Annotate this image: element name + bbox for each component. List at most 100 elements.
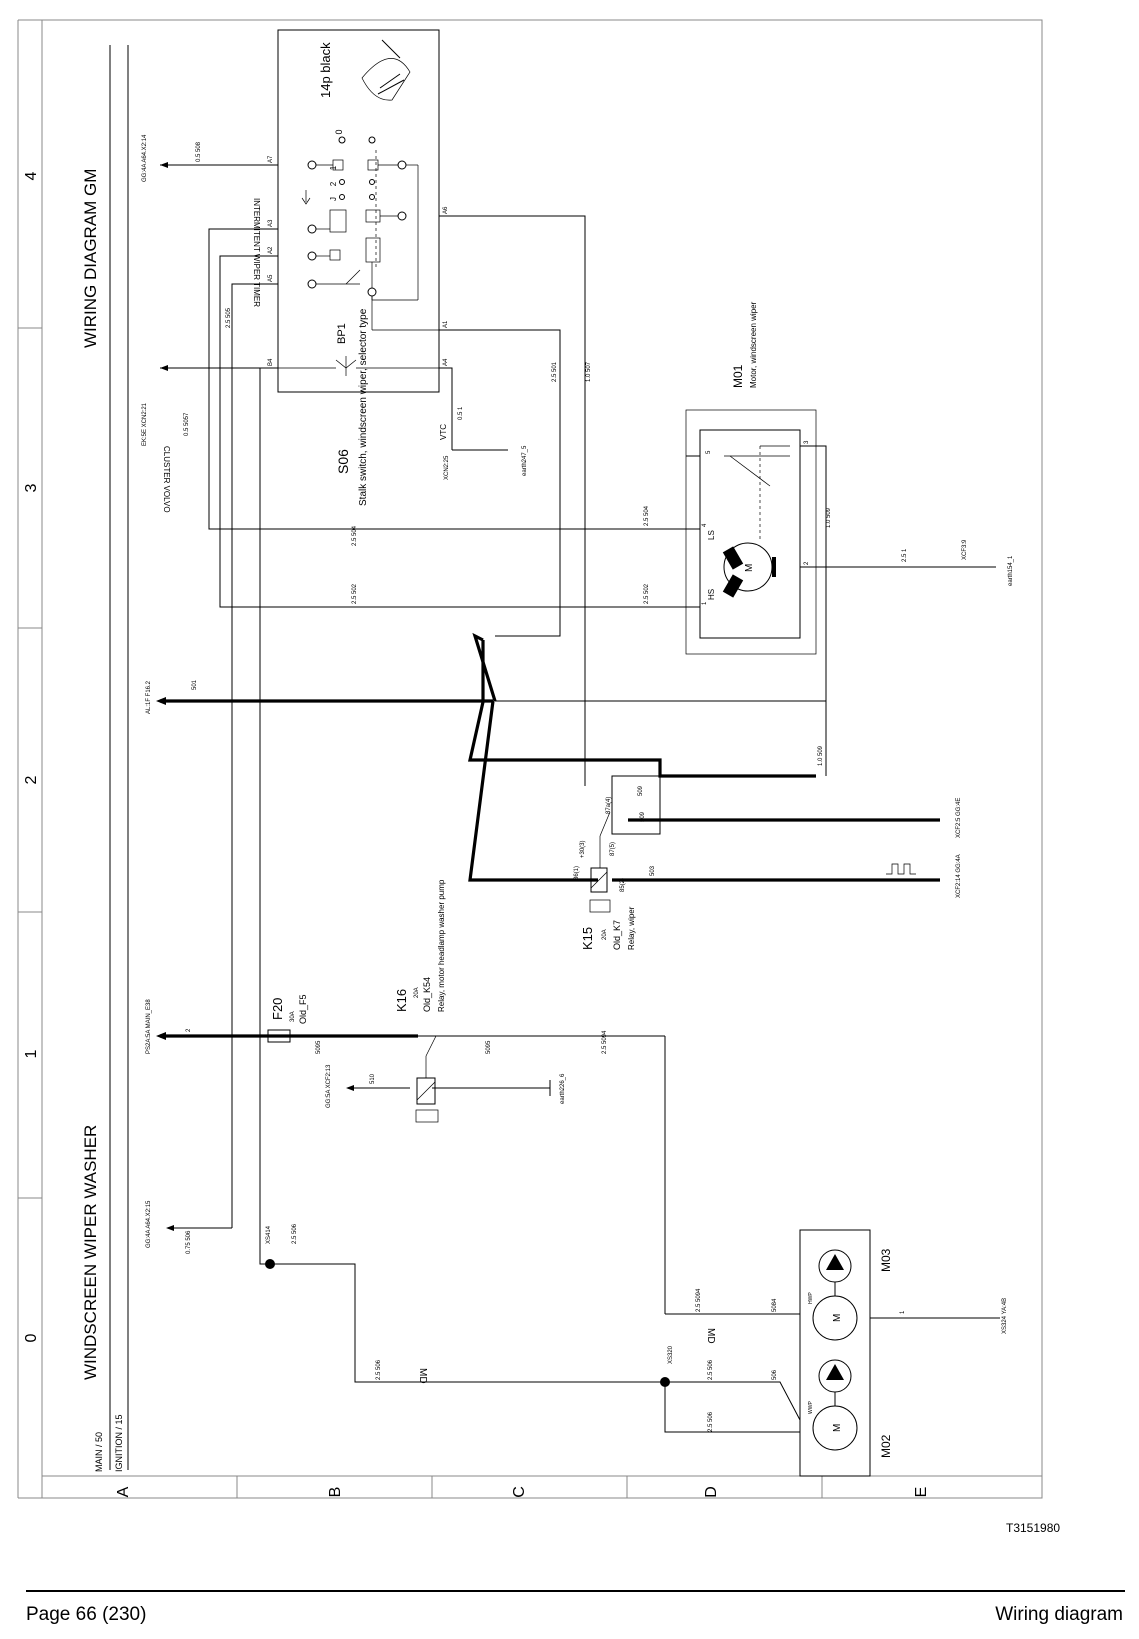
s06-pin-a2: A2 — [268, 246, 274, 254]
m02-m: M — [832, 1424, 843, 1432]
k15-pin-86: 86(1) — [574, 866, 580, 880]
footer-rule — [26, 1590, 1125, 1592]
f20-old: Old_F5 — [298, 994, 308, 1024]
s06-block-label: 14p black — [318, 42, 333, 98]
k16-headlamp-relay — [156, 1029, 800, 1315]
wire-509: 1.0 509 — [826, 507, 832, 528]
m03-id: M03 — [879, 1248, 893, 1272]
conn-xcf39: XCF3:9 — [962, 539, 968, 560]
m02-pump: WWP — [808, 1401, 814, 1414]
conn-gg44-a64-214: GG:4A A64.X2:14 — [142, 134, 148, 182]
wire-506b: 506 — [772, 1369, 778, 1380]
s06-stalk-switch: 0 1 2 J — [277, 29, 440, 393]
wire-1c: 1 — [900, 1310, 906, 1314]
wire-075-506: 0.75 506 — [186, 1230, 192, 1254]
conn-al1f: AL:1F F16.2 — [146, 680, 152, 714]
s06-pin-a6: A6 — [443, 206, 449, 214]
conn-xcf214: XCF2:14 GG:4A — [956, 854, 962, 898]
bus-label-ignition: IGNITION / 15 — [114, 1414, 124, 1472]
m01-ls: LS — [707, 530, 716, 540]
k15-id: K15 — [580, 927, 595, 950]
footer-page-number: Page 66 (230) — [26, 1604, 147, 1625]
conn-md: MD — [417, 1368, 428, 1384]
wire-509-relay: 509 — [640, 811, 646, 822]
m01-id: M01 — [731, 364, 745, 388]
wire-510: 510 — [370, 1073, 376, 1084]
s06-position-j: J — [329, 197, 338, 201]
m01-pin-5: 5 — [706, 450, 712, 454]
grid-letter-c: C — [511, 1486, 528, 1498]
pump-block — [166, 1180, 1000, 1477]
grid-number-3: 3 — [23, 483, 40, 492]
diagram-title: WINDSCREEN WIPER WASHER — [81, 1125, 100, 1380]
k15-pin-87a: 87a(4) — [606, 797, 612, 814]
grid-letter-d: D — [703, 1486, 720, 1498]
grid-number-0: 0 — [23, 1333, 40, 1342]
pulse-symbol — [886, 863, 916, 875]
wire-2: 2 — [186, 1028, 192, 1032]
wire-506-m02b: 2.5 506 — [708, 1411, 714, 1432]
k15-wiper-relay — [156, 632, 940, 913]
wire-5094-m03: 2.5 5094 — [696, 1288, 702, 1312]
conn-cluster: CLUSTER VOLVO — [162, 446, 171, 513]
grid-letter-e: E — [913, 1487, 930, 1498]
wire-505: 2.5 505 — [226, 307, 232, 328]
conn-xcn2-25: XCN2:25 — [444, 455, 450, 480]
k16-id: K16 — [394, 989, 409, 1012]
s06-pin-a5: A5 — [268, 274, 274, 282]
wire-506-m02: 2.5 506 — [708, 1359, 714, 1380]
k16-old: Old_K54 — [422, 977, 432, 1012]
k15-pin-87: 87(5) — [610, 842, 616, 856]
diagram-frame — [17, 19, 1043, 1499]
wire-502: 2.5 502 — [644, 583, 650, 604]
s06-timer-label: INTERMITENT WIPER TIMER — [252, 198, 261, 307]
k15-name: Relay, wiper — [627, 906, 636, 950]
conn-md-right: MD — [705, 1328, 716, 1344]
s06-pin-a4: A4 — [443, 358, 449, 366]
grid-letter-b: B — [327, 1487, 344, 1498]
m01-name: Motor, windscreen wiper — [749, 301, 758, 388]
wire-504: 2.5 504 — [644, 505, 650, 526]
wire-507: 1.0 507 — [586, 361, 592, 382]
k15-pin-30: +30(3) — [580, 840, 586, 858]
conn-earth247: earth247_5 — [522, 445, 528, 476]
wiring-diagram: 4 3 2 1 0 A B C D E WINDSCREEN WIPER WAS… — [17, 19, 1043, 1499]
conn-vtc: VTC — [439, 424, 448, 440]
grid-letter-a: A — [115, 1486, 132, 1497]
s06-name: Stalk switch, windscreen wiper, selector… — [358, 308, 369, 506]
conn-xcf25: XCF2:5 GG:4E — [956, 798, 962, 838]
s06-pin-b4: B4 — [268, 358, 274, 366]
conn-earth226: earth226_6 — [560, 1073, 566, 1104]
wire-501: 501 — [192, 679, 198, 690]
wire-508: 0.5 508 — [196, 141, 202, 162]
f20-id: F20 — [270, 998, 285, 1020]
s06-contact-matrix — [301, 136, 439, 331]
wire-502-left: 2.5 502 — [352, 583, 358, 604]
conn-ek5e: EK:5E XCN2:21 — [142, 402, 148, 446]
s06-bp1-label: BP1 — [336, 323, 348, 344]
image-id: T3151980 — [1006, 1521, 1061, 1535]
wire-509b: 509 — [638, 785, 644, 796]
m01-pin-2: 2 — [804, 561, 810, 565]
m01-m: M — [744, 564, 755, 572]
s06-position-0: 0 — [334, 129, 344, 134]
wire-1: 0.5 1 — [458, 406, 464, 420]
k16-name: Relay, motor headlamp washer pump — [437, 879, 446, 1012]
grid-number-2: 2 — [23, 775, 40, 784]
conn-xs324: XS324 YA:4B — [1002, 1298, 1008, 1334]
s06-position-2: 2 — [329, 181, 338, 186]
wire-501a: 2.5 501 — [552, 361, 558, 382]
conn-gg5a-xcf213: GG:5A XCF2:13 — [326, 1064, 332, 1108]
footer-title: Wiring diagram — [995, 1604, 1123, 1625]
wire-5057: 0.5 5057 — [184, 412, 190, 436]
wire-506-left: 2.5 506 — [376, 1359, 382, 1380]
m03-pump: HWP — [808, 1292, 814, 1304]
diagram-name: WIRING DIAGRAM GM — [81, 169, 100, 348]
k16-rating: 20A — [414, 987, 420, 998]
s06-pin-a7: A7 — [268, 155, 274, 163]
grid-number-1: 1 — [23, 1049, 40, 1058]
k15-rating: 20A — [602, 929, 608, 940]
wire-1b: 2.5 1 — [902, 548, 908, 562]
bus-label-main: MAIN / 50 — [94, 1432, 104, 1472]
k15-old: Old_K7 — [612, 920, 622, 950]
